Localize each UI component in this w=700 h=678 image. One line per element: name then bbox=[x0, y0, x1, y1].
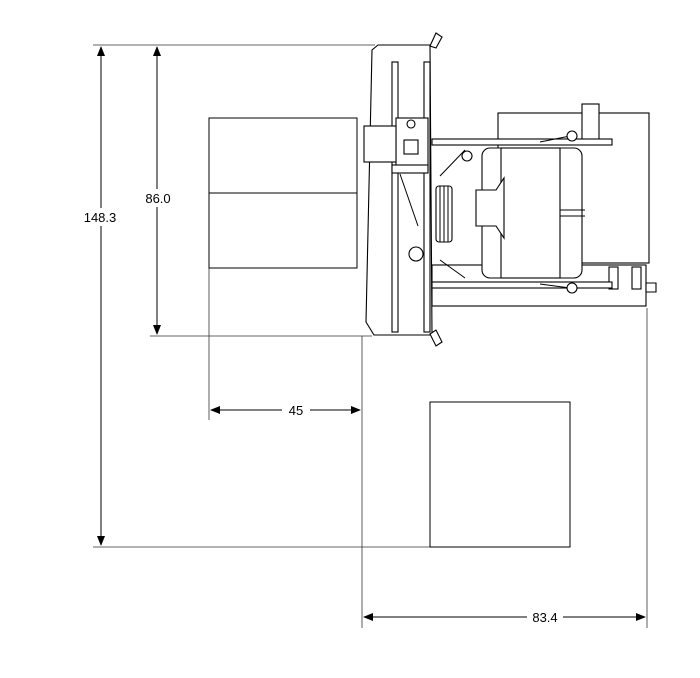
left-clearance-box bbox=[208, 117, 358, 269]
dimension-label: 86.0 bbox=[145, 191, 170, 206]
extension-lines bbox=[93, 44, 648, 628]
dimension-upper-height: 86.0 bbox=[138, 46, 176, 335]
dimension-total-height: 148.3 bbox=[80, 46, 120, 546]
bottom-clearance-box bbox=[429, 401, 571, 548]
dimension-label: 148.3 bbox=[84, 210, 117, 225]
machine bbox=[363, 32, 657, 347]
dimension-label: 83.4 bbox=[532, 610, 557, 625]
dimension-label: 45 bbox=[289, 403, 303, 418]
dimension-right-width: 83.4 bbox=[363, 608, 646, 626]
dimension-left-offset: 45 bbox=[210, 401, 361, 419]
